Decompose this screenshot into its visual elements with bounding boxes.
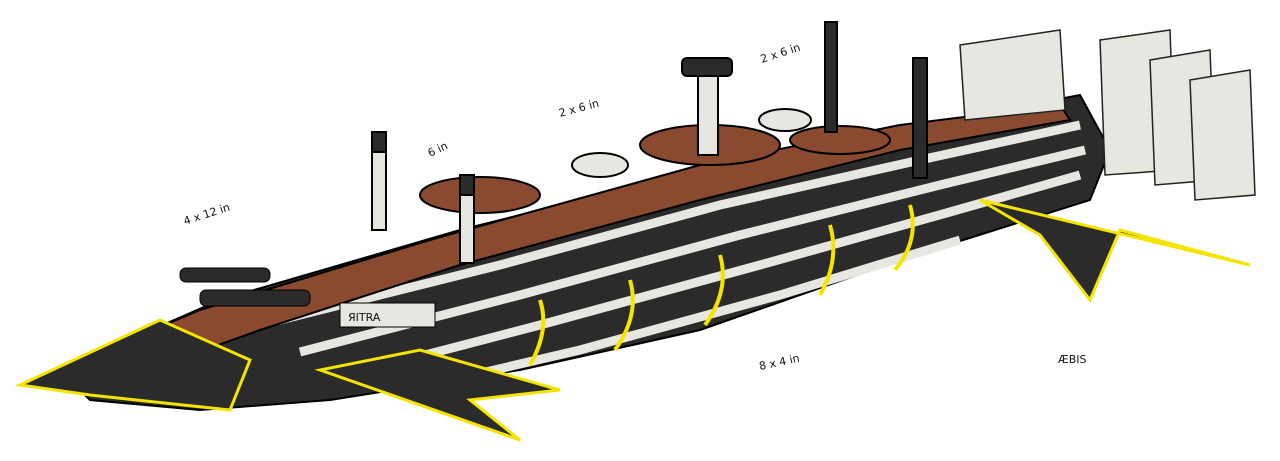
label-mid-guns: 2 x 6 in [557, 97, 600, 120]
hull-stripes [238, 120, 1087, 390]
superstructure [419, 108, 891, 214]
funnels [371, 21, 928, 264]
label-broadside: 8 x 4 in [758, 352, 801, 373]
hull [58, 93, 1112, 412]
label-single-gun: 6 in [426, 139, 450, 159]
maker-mark: ÆBIS [1058, 353, 1087, 366]
label-aft-guns: 2 x 6 in [759, 41, 802, 66]
hull-gold-bands [528, 204, 915, 366]
hull-name: ЯITRA [348, 311, 381, 324]
sails [959, 29, 1256, 201]
name-plate [339, 302, 436, 328]
fins [14, 198, 1251, 442]
label-bow-guns: 4 x 12 in [182, 201, 232, 228]
bow-guns [179, 267, 311, 307]
